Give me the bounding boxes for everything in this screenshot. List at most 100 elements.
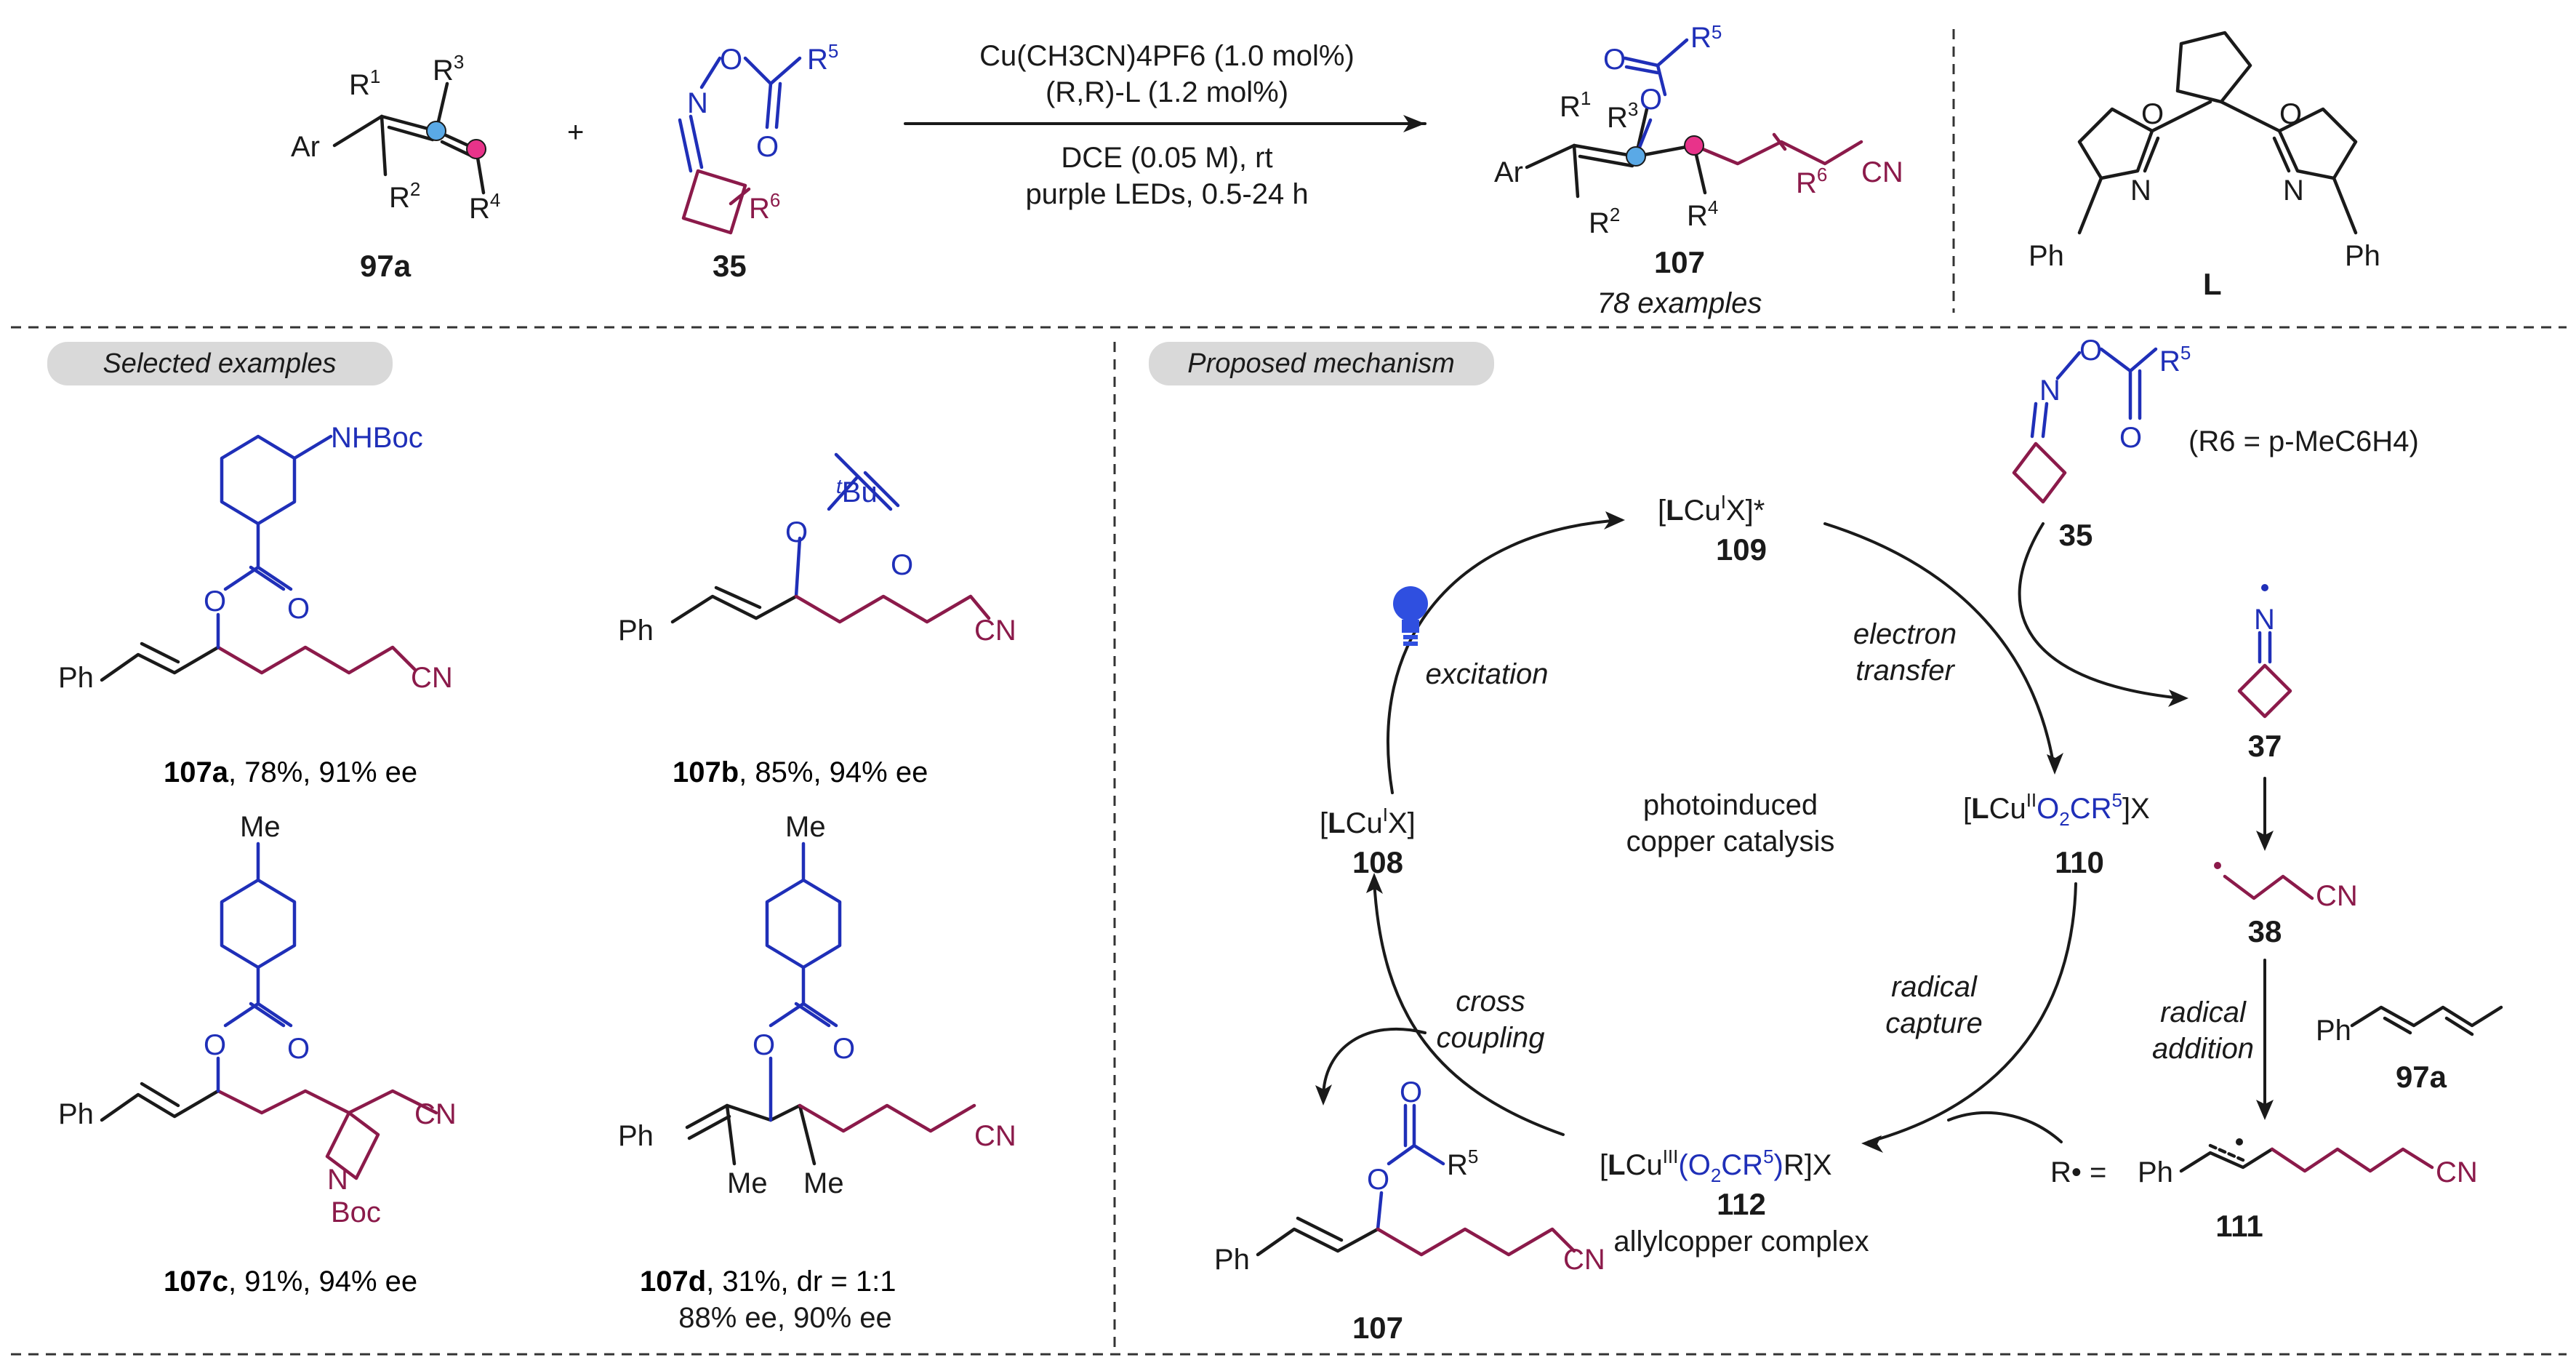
- step-coupling-1: cross: [1456, 986, 1525, 1018]
- svg-text:R2: R2: [389, 178, 420, 214]
- svg-text:Ph: Ph: [1214, 1244, 1250, 1276]
- label-110: 110: [2055, 845, 2104, 879]
- cycle-arc-excitation: [1387, 519, 1623, 794]
- caption-107b: 107b, 85%, 94% ee: [673, 756, 928, 788]
- svg-text:Ph: Ph: [618, 1120, 654, 1152]
- label-108: 108: [1352, 845, 1403, 879]
- substrate-97a: Ar R1 R2 R3 R4: [291, 51, 500, 225]
- svg-text:O: O: [2119, 422, 2142, 454]
- label-97a-mech: 97a: [2396, 1060, 2447, 1094]
- caption-107c: 107c, 91%, 94% ee: [164, 1266, 417, 1298]
- mech-structure-97a: Ph: [2316, 1005, 2503, 1047]
- mechanism-tag: Proposed mechanism: [1187, 348, 1455, 379]
- svg-text:R4: R4: [1687, 196, 1718, 232]
- svg-text:N: N: [2039, 375, 2061, 407]
- label-109: 109: [1716, 532, 1767, 567]
- svg-text:Ph: Ph: [618, 615, 654, 647]
- step-capture-2: capture: [1885, 1007, 1982, 1039]
- svg-text:R5: R5: [807, 40, 838, 76]
- species-109: [LCuIX]*: [1658, 491, 1765, 527]
- examples-tag-bg: [47, 342, 393, 385]
- svg-text:Ar: Ar: [1494, 156, 1523, 188]
- condition-light: purple LEDs, 0.5-24 h: [1025, 178, 1308, 210]
- svg-text:O: O: [204, 1029, 226, 1061]
- product-107: Ar R1 R2 R3 R4 O O R5 R6 CN: [1494, 21, 1903, 239]
- examples-tag: Selected examples: [103, 348, 336, 379]
- mech-structure-35: N O O R5: [2012, 335, 2191, 504]
- label-111: 111: [2215, 1209, 2263, 1243]
- svg-text:Ph: Ph: [2345, 240, 2380, 272]
- svg-text:O: O: [1367, 1164, 1389, 1196]
- svg-text:CN: CN: [974, 1120, 1016, 1152]
- svg-text:Me: Me: [803, 1167, 844, 1199]
- lightbulb-icon: [1393, 586, 1428, 646]
- svg-text:R1: R1: [1560, 87, 1591, 123]
- svg-text:O: O: [2141, 98, 2164, 130]
- svg-text:N: N: [2254, 604, 2275, 636]
- step-excitation: excitation: [1426, 658, 1549, 690]
- cycle-arc-cross-coupling: [1373, 879, 1565, 1136]
- mech-structure-38: CN: [2214, 862, 2358, 912]
- svg-text:O: O: [756, 131, 779, 163]
- svg-text:R5: R5: [1690, 21, 1722, 54]
- step-electron-2: transfer: [1855, 655, 1955, 687]
- mech-structure-107: O O R5 Ph CN: [1214, 1076, 1605, 1276]
- species-110: [LCuIIO2CR5]X: [1963, 789, 2150, 830]
- svg-text:Ph: Ph: [58, 1098, 94, 1130]
- svg-text:Me: Me: [240, 811, 281, 843]
- svg-text:Ph: Ph: [58, 662, 94, 694]
- svg-text:Ph: Ph: [2029, 240, 2064, 272]
- arrow-R-in: [1947, 1111, 2063, 1143]
- svg-text:CN: CN: [1861, 156, 1903, 188]
- arrow-107-out: [1322, 1027, 1427, 1100]
- svg-text:R5: R5: [1447, 1146, 1478, 1181]
- r6-note: (R6 = p-MeC6H4): [2188, 425, 2419, 457]
- svg-text:O: O: [1400, 1076, 1422, 1108]
- cycle-center-line2: copper catalysis: [1626, 826, 1835, 858]
- cycle-arc-radical-capture: [1867, 882, 2077, 1143]
- svg-text:O: O: [832, 1033, 855, 1065]
- label-107-mech: 107: [1352, 1311, 1403, 1345]
- mech-structure-111: Ph CN: [2138, 1138, 2478, 1188]
- structure-107a: NHBoc O O Ph CN: [58, 422, 453, 694]
- step-capture-1: radical: [1891, 971, 1978, 1003]
- label-112: 112: [1717, 1187, 1766, 1221]
- structure-107d: Me O O Ph Me Me CN: [618, 811, 1016, 1199]
- structure-107b: tBu O O Ph CN: [618, 452, 1016, 647]
- mechanism-tag-bg: [1149, 342, 1494, 385]
- step-addition-1: radical: [2160, 996, 2247, 1028]
- plus-sign: +: [567, 116, 584, 148]
- svg-text:tBu: tBu: [836, 475, 878, 508]
- label-ligand: L: [2203, 267, 2222, 301]
- svg-text:N: N: [2130, 175, 2151, 207]
- svg-text:R6: R6: [1796, 164, 1827, 199]
- svg-text:Me: Me: [727, 1167, 768, 1199]
- step-addition-2: addition: [2152, 1033, 2254, 1065]
- svg-text:R6: R6: [749, 189, 780, 225]
- svg-text:N: N: [2283, 175, 2304, 207]
- step-coupling-2: coupling: [1436, 1022, 1544, 1054]
- step-electron-1: electron: [1853, 618, 1957, 650]
- product-scope: 78 examples: [1597, 287, 1762, 319]
- caption-107a: 107a, 78%, 91% ee: [164, 756, 417, 788]
- svg-text:Boc: Boc: [331, 1196, 381, 1228]
- label-35: 35: [713, 249, 747, 283]
- svg-text:CN: CN: [974, 615, 1016, 647]
- svg-text:O: O: [785, 516, 808, 548]
- svg-text:R3: R3: [433, 51, 464, 87]
- label-107-top: 107: [1654, 245, 1705, 279]
- desc-112: allylcopper complex: [1613, 1226, 1869, 1258]
- svg-text:R5: R5: [2159, 342, 2191, 377]
- svg-text:O: O: [1603, 44, 1626, 76]
- label-37: 37: [2248, 729, 2282, 763]
- svg-text:O: O: [2079, 335, 2102, 367]
- svg-text:O: O: [2279, 98, 2302, 130]
- reagent-ligand: (R,R)-L (1.2 mol%): [1046, 76, 1288, 108]
- svg-text:CN: CN: [2316, 880, 2358, 912]
- svg-text:CN: CN: [2436, 1156, 2478, 1188]
- svg-text:N: N: [327, 1164, 348, 1196]
- svg-text:R1: R1: [349, 65, 380, 101]
- svg-text:O: O: [287, 593, 310, 625]
- svg-text:O: O: [753, 1029, 775, 1061]
- caption-107d: 107d, 31%, dr = 1:1: [640, 1266, 896, 1298]
